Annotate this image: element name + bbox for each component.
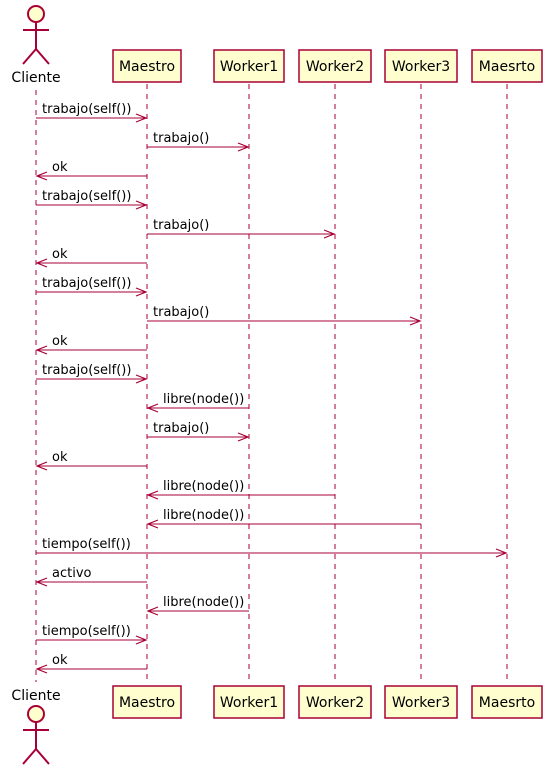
message-arrow: trabajo(self())	[36, 276, 148, 297]
participant-worker3-bottom: Worker3	[384, 685, 458, 719]
message-arrow: libre(node())	[146, 479, 335, 500]
participant-maesrto-top: Maesrto	[471, 49, 543, 83]
message-label: ok	[52, 247, 68, 262]
message-label: trabajo(self())	[42, 363, 131, 378]
participant-label: Maesrto	[479, 695, 535, 711]
message-arrow: libre(node())	[146, 595, 249, 616]
participant-worker1-bottom: Worker1	[213, 685, 285, 719]
participant-label: Worker2	[306, 59, 364, 75]
message-arrow: libre(node())	[146, 508, 421, 529]
participant-label: Maestro	[119, 59, 175, 75]
actor-cliente-bottom: Cliente	[11, 688, 61, 765]
participant-label: Worker1	[220, 59, 278, 75]
participant-worker3-top: Worker3	[384, 49, 458, 83]
message-arrow: ok	[35, 160, 147, 181]
message-label: trabajo()	[153, 131, 209, 146]
message-label: activo	[52, 566, 92, 581]
message-arrow: ok	[35, 653, 147, 674]
message-label: trabajo()	[153, 218, 209, 233]
message-arrow: trabajo(self())	[36, 189, 148, 210]
message-label: trabajo()	[153, 421, 209, 436]
message-arrow: trabajo()	[147, 218, 336, 239]
message-arrow: trabajo(self())	[36, 363, 148, 384]
participant-label: Maesrto	[479, 59, 535, 75]
message-label: ok	[52, 450, 68, 465]
actor-label: Cliente	[11, 688, 60, 704]
message-arrow: trabajo(self())	[36, 102, 148, 123]
actor-cliente-top: Cliente	[11, 5, 61, 86]
participant-label: Worker3	[392, 59, 450, 75]
message-arrow: libre(node())	[146, 392, 249, 413]
message-label: tiempo(self())	[42, 624, 131, 639]
message-label: libre(node())	[163, 392, 244, 407]
participant-worker1-top: Worker1	[213, 49, 285, 83]
participant-label: Worker3	[392, 695, 450, 711]
message-arrow: ok	[35, 450, 147, 471]
message-arrow: ok	[35, 247, 147, 268]
participant-maestro-top: Maestro	[112, 49, 182, 83]
participant-label: Maestro	[119, 695, 175, 711]
actor-label: Cliente	[11, 70, 60, 86]
message-label: libre(node())	[163, 595, 244, 610]
message-arrow: tiempo(self())	[36, 537, 508, 558]
message-arrow: ok	[35, 334, 147, 355]
participant-maestro-bottom: Maestro	[112, 685, 182, 719]
message-label: ok	[52, 334, 68, 349]
message-label: ok	[52, 160, 68, 175]
participant-maesrto-bottom: Maesrto	[471, 685, 543, 719]
message-label: trabajo(self())	[42, 189, 131, 204]
message-label: trabajo(self())	[42, 102, 131, 117]
message-label: ok	[52, 653, 68, 668]
participant-worker2-bottom: Worker2	[298, 685, 372, 719]
participant-worker2-top: Worker2	[298, 49, 372, 83]
message-arrow: trabajo()	[147, 421, 250, 442]
message-label: libre(node())	[163, 508, 244, 523]
message-arrow: trabajo()	[147, 305, 422, 326]
message-arrow: tiempo(self())	[36, 624, 148, 645]
message-label: libre(node())	[163, 479, 244, 494]
message-arrow: activo	[35, 566, 147, 587]
message-arrow: trabajo()	[147, 131, 250, 152]
participant-label: Worker1	[220, 695, 278, 711]
message-label: trabajo()	[153, 305, 209, 320]
participant-label: Worker2	[306, 695, 364, 711]
message-label: trabajo(self())	[42, 276, 131, 291]
message-label: tiempo(self())	[42, 537, 131, 552]
